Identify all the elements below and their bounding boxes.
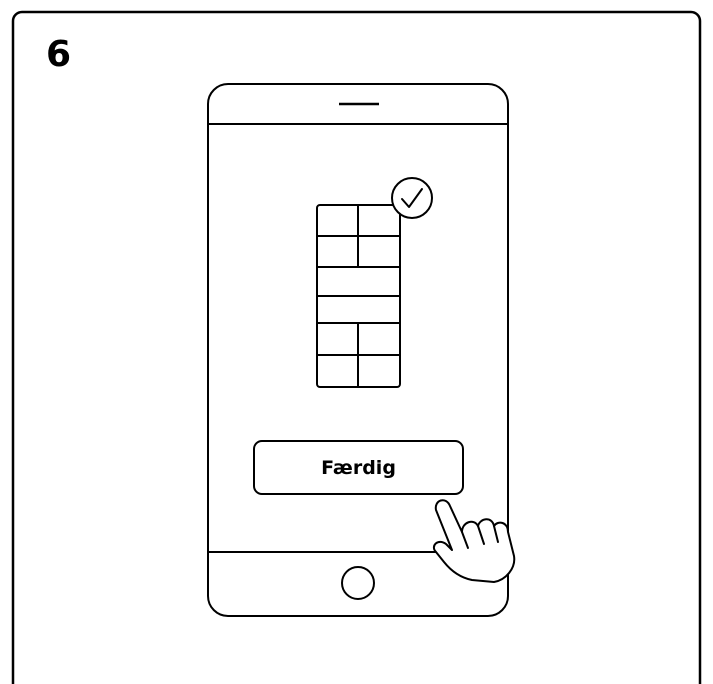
step-number: 6 <box>46 34 72 75</box>
pointing-hand-icon <box>432 499 516 583</box>
done-button[interactable] <box>253 440 464 495</box>
checkmark-circle-icon <box>391 177 433 219</box>
tablet-device <box>207 83 509 617</box>
shelf-unit-illustration <box>316 204 401 388</box>
home-button-icon[interactable] <box>341 566 375 600</box>
panel-border <box>11 10 702 684</box>
